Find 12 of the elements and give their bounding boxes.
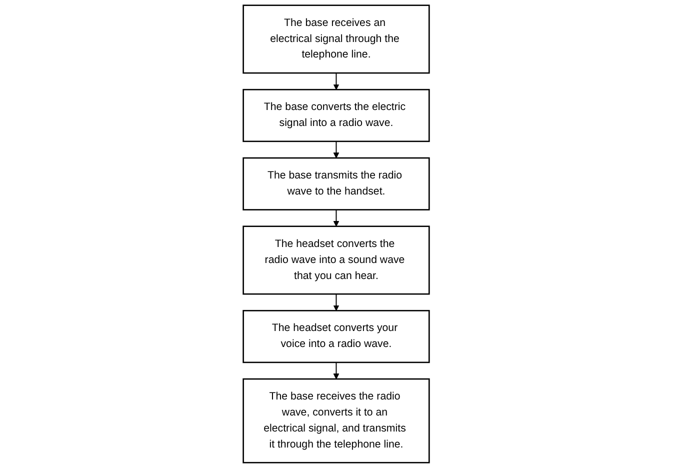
node-box — [242, 157, 430, 210]
arrow — [334, 362, 340, 380]
arrow — [334, 294, 340, 311]
node-box — [242, 88, 430, 142]
arrow — [334, 72, 340, 90]
node-box — [242, 310, 430, 364]
node-box — [242, 378, 430, 464]
arrow — [334, 140, 340, 158]
flowchart: The base receives an electrical signal through the telephone line. The base converts the electric signal into a radio wave. The base transmits the radio wave to the handset. The headset converts the radio wave into a sound wave that you can hear. The headset converts your voice into a radio wave. The base receives the radio wave, converts it to an electrical signal, and transmits it through the telephone line. — [238, 0, 435, 468]
arrow — [334, 209, 340, 227]
node-box — [242, 4, 430, 74]
node-box — [242, 226, 430, 295]
